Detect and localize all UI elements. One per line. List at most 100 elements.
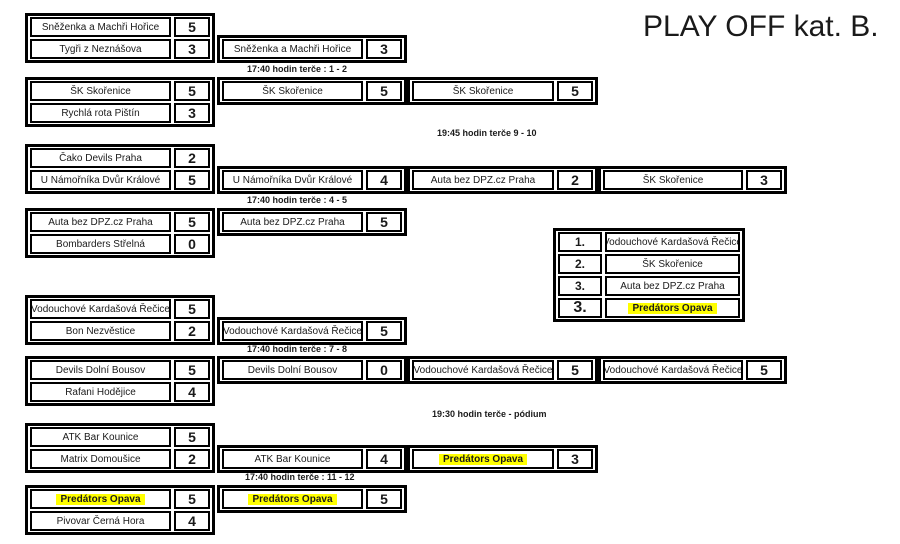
team-score: 5 — [366, 212, 402, 232]
team-name-cell: Čako Devils Praha — [30, 148, 171, 168]
team-name: ŠK Skořenice — [642, 174, 704, 186]
team-name: ATK Bar Kounice — [62, 431, 139, 443]
team-score: 2 — [174, 321, 210, 341]
team-name-cell: Matrix Domoušice — [30, 449, 171, 469]
team-name-cell: ŠK Skořenice — [222, 81, 363, 101]
team-score: 5 — [174, 299, 210, 319]
standings-row: 1.Vodouchové Kardašová Řečice — [556, 231, 742, 253]
team-name-cell: Auta bez DPZ.cz Praha — [412, 170, 554, 190]
standings-rank: 2. — [558, 254, 602, 274]
team-score: 5 — [746, 360, 782, 380]
team-name: Auta bez DPZ.cz Praha — [48, 216, 153, 228]
team-score: 3 — [174, 103, 210, 123]
team-name: ATK Bar Kounice — [254, 453, 331, 465]
match-row: Auta bez DPZ.cz Praha 5 — [28, 211, 212, 233]
team-score: 4 — [174, 511, 210, 531]
schedule-note: 17:40 hodin terče : 4 - 5 — [247, 195, 348, 205]
team-score: 4 — [174, 382, 210, 402]
team-name-cell: Predátors Opava — [30, 489, 171, 509]
match-row: Predátors Opava 5 — [220, 488, 404, 510]
team-name-cell: Rafani Hodějice — [30, 382, 171, 402]
team-name-cell: Vodouchové Kardašová Řečice — [30, 299, 171, 319]
team-name-cell: ŠK Skořenice — [603, 170, 743, 190]
team-name-cell: Devils Dolní Bousov — [222, 360, 363, 380]
team-name: ŠK Skořenice — [70, 85, 131, 97]
team-name: ŠK Skořenice — [452, 85, 514, 97]
team-name-cell: Vodouchové Kardašová Řečice — [222, 321, 363, 341]
match-row: Matrix Domoušice 2 — [28, 448, 212, 470]
team-name: Vodouchové Kardašová Řečice — [223, 325, 362, 337]
team-name: Devils Dolní Bousov — [247, 364, 338, 376]
schedule-note: 19:45 hodin terče 9 - 10 — [437, 128, 537, 138]
team-score: 5 — [174, 212, 210, 232]
team-score: 4 — [366, 449, 402, 469]
schedule-note: 17:40 hodin terče : 11 - 12 — [245, 472, 355, 482]
team-name: Vodouchové Kardašová Řečice — [31, 303, 170, 315]
team-name: U Námořníka Dvůr Králové — [232, 174, 353, 186]
team-score: 5 — [557, 360, 593, 380]
standings-row: 3.Predátors Opava — [556, 297, 742, 319]
match-row: Bombarders Střelná 0 — [28, 233, 212, 255]
team-score: 5 — [174, 427, 210, 447]
team-score: 2 — [174, 148, 210, 168]
team-name: Čako Devils Praha — [59, 152, 142, 164]
standings-row: 3.Auta bez DPZ.cz Praha — [556, 275, 742, 297]
standings-team-cell: Predátors Opava — [605, 298, 740, 318]
team-score: 5 — [366, 321, 402, 341]
team-score: 5 — [366, 489, 402, 509]
standings-row: 2.ŠK Skořenice — [556, 253, 742, 275]
team-score: 2 — [557, 170, 593, 190]
team-name-cell: Pivovar Černá Hora — [30, 511, 171, 531]
match-box: Vodouchové Kardašová Řečice 5 — [407, 356, 598, 384]
team-score: 2 — [174, 449, 210, 469]
team-name-cell: Sněženka a Machři Hořice — [222, 39, 363, 59]
team-score: 5 — [174, 17, 210, 37]
match-row: Vodouchové Kardašová Řečice 5 — [220, 320, 404, 342]
match-row: ŠK Skořenice 5 — [28, 80, 212, 102]
team-score: 0 — [174, 234, 210, 254]
team-name: Vodouchové Kardašová Řečice — [413, 364, 553, 376]
team-score: 5 — [174, 360, 210, 380]
match-row: Vodouchové Kardašová Řečice 5 — [410, 359, 595, 381]
team-name: Bombarders Střelná — [56, 238, 145, 250]
team-name: Bon Nezvěstice — [65, 325, 136, 337]
match-row: Bon Nezvěstice 2 — [28, 320, 212, 342]
team-score: 3 — [366, 39, 402, 59]
team-name: Matrix Domoušice — [60, 453, 141, 465]
team-name: Predátors Opava — [248, 493, 337, 505]
team-name-cell: Vodouchové Kardašová Řečice — [603, 360, 743, 380]
match-row: ATK Bar Kounice 5 — [28, 426, 212, 448]
team-name: Vodouchové Kardašová Řečice — [603, 364, 743, 376]
team-score: 5 — [174, 81, 210, 101]
standings-team-cell: Auta bez DPZ.cz Praha — [605, 276, 740, 296]
team-name-cell: ATK Bar Kounice — [30, 427, 171, 447]
team-name-cell: Devils Dolní Bousov — [30, 360, 171, 380]
match-box: Vodouchové Kardašová Řečice 5 — [217, 317, 407, 345]
team-score: 5 — [366, 81, 402, 101]
team-name-cell: ŠK Skořenice — [30, 81, 171, 101]
team-name: Pivovar Černá Hora — [56, 515, 145, 527]
team-name-cell: U Námořníka Dvůr Králové — [30, 170, 171, 190]
team-name-cell: Auta bez DPZ.cz Praha — [222, 212, 363, 232]
match-row: Vodouchové Kardašová Řečice 5 — [28, 298, 212, 320]
